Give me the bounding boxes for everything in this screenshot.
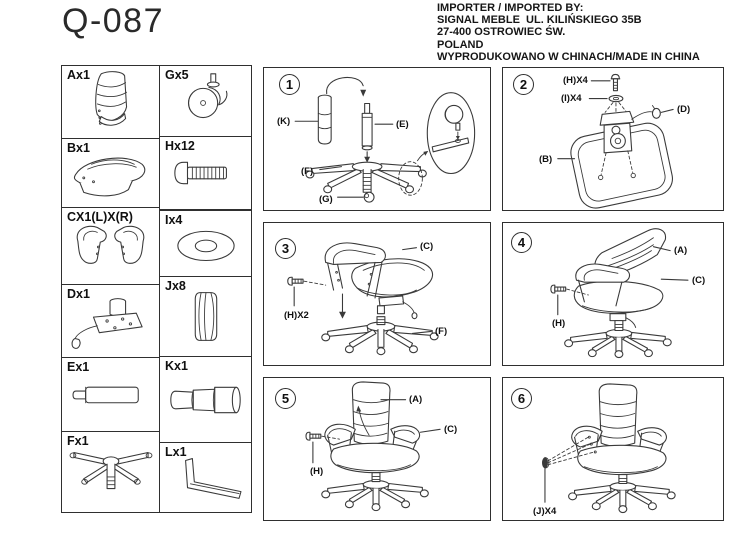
callout-label: (G) bbox=[319, 194, 333, 205]
step-number: 2 bbox=[513, 74, 534, 95]
part-label: Ix4 bbox=[165, 213, 183, 227]
step-6-panel: 6 (J)X4 bbox=[502, 377, 724, 521]
part-cell-ax1: Ax1 bbox=[61, 65, 160, 139]
importer-line: WYPRODUKOWANO W CHINACH/MADE IN CHINA bbox=[437, 50, 700, 63]
callout-label: (C) bbox=[420, 241, 434, 252]
step-5-diagram bbox=[305, 381, 441, 512]
part-label: Bx1 bbox=[67, 141, 90, 155]
callout-label: (H) bbox=[552, 318, 566, 329]
gas-lift-icon bbox=[72, 386, 139, 404]
part-label: Hx12 bbox=[165, 139, 195, 153]
part-label: Ex1 bbox=[67, 360, 90, 374]
step-number: 1 bbox=[279, 74, 300, 95]
callout-label: (K) bbox=[277, 116, 291, 127]
part-cell-kx1: Kx1 bbox=[159, 356, 252, 443]
callout-label: (J)X4 bbox=[533, 506, 557, 517]
importer-line: 27-400 OSTROWIEC ŚW. bbox=[437, 26, 566, 39]
callout-label: (C) bbox=[444, 424, 458, 435]
part-label: Jx8 bbox=[165, 279, 186, 293]
callout-label: (F) bbox=[301, 166, 314, 177]
importer-line: SIGNAL MEBLE UL. KILIŃSKIEGO 35B bbox=[437, 14, 642, 27]
importer-line: IMPORTER / IMPORTED BY: bbox=[437, 2, 584, 14]
backrest-icon bbox=[95, 71, 128, 126]
washer-icon bbox=[177, 230, 235, 262]
caster-icon bbox=[187, 73, 228, 119]
step-2-panel: 2 (H)X4 (I)X4 (D) (B) bbox=[502, 67, 724, 211]
callout-label: (A) bbox=[409, 394, 423, 405]
part-label: Dx1 bbox=[67, 287, 90, 301]
step-6-diagram bbox=[542, 383, 676, 514]
callout-label: (D) bbox=[677, 104, 691, 115]
callout-label: (H)X4 bbox=[563, 75, 588, 86]
part-label: Gx5 bbox=[165, 68, 189, 82]
plug-icon bbox=[194, 292, 218, 341]
step-3-panel: 3 (C) (H)X2 (F) bbox=[263, 222, 491, 366]
callout-label: (H)X2 bbox=[284, 310, 309, 321]
part-label: Lx1 bbox=[165, 445, 187, 459]
step-4-diagram bbox=[550, 228, 689, 359]
callout-label: (B) bbox=[539, 154, 553, 165]
part-cell-ix4: Ix4 bbox=[159, 210, 252, 277]
step-3-diagram bbox=[287, 242, 439, 356]
callout-label: (F) bbox=[435, 326, 448, 337]
tilt-mechanism-icon bbox=[71, 298, 143, 349]
part-cell-hx12: Hx12 bbox=[159, 136, 252, 210]
part-cell-jx8: Jx8 bbox=[159, 276, 252, 357]
part-label: Ax1 bbox=[67, 68, 90, 82]
step-2-diagram bbox=[557, 73, 674, 209]
callout-label: (I)X4 bbox=[561, 93, 582, 104]
importer-line: POLAND bbox=[437, 38, 484, 51]
callout-label: (H) bbox=[310, 466, 324, 477]
part-cell-fx1: Fx1 bbox=[61, 431, 160, 513]
step-number: 5 bbox=[275, 388, 296, 409]
step-number: 6 bbox=[511, 388, 532, 409]
bolt-icon bbox=[174, 161, 227, 185]
callout-label: (E) bbox=[396, 119, 409, 130]
part-cell-gx5: Gx5 bbox=[159, 65, 252, 137]
armrest-pair-icon bbox=[76, 225, 145, 264]
part-label: Fx1 bbox=[67, 434, 89, 448]
part-cell-lx1: Lx1 bbox=[159, 442, 252, 513]
star-base-icon bbox=[69, 451, 153, 490]
step-number: 3 bbox=[275, 238, 296, 259]
page-title: Q-087 bbox=[62, 2, 164, 40]
importer-block: IMPORTER / IMPORTED BY: SIGNAL MEBLE UL.… bbox=[437, 2, 700, 63]
step-number: 4 bbox=[511, 232, 532, 253]
step-1-diagram bbox=[294, 76, 476, 203]
part-cell-ex1: Ex1 bbox=[61, 357, 160, 432]
step-1-panel: 1 (K) (E) (F) (G) bbox=[263, 67, 491, 211]
part-cell-bx1: Bx1 bbox=[61, 138, 160, 208]
part-label: CX1(L)X(R) bbox=[67, 210, 133, 224]
part-cell-cx1: CX1(L)X(R) bbox=[61, 207, 160, 285]
part-cell-dx1: Dx1 bbox=[61, 284, 160, 358]
part-label: Kx1 bbox=[165, 359, 188, 373]
allen-key-icon bbox=[185, 458, 242, 499]
seat-icon bbox=[73, 157, 146, 197]
telescopic-cover-icon bbox=[170, 386, 241, 414]
callout-label: (A) bbox=[674, 245, 688, 256]
step-4-panel: 4 (A) (C) (H) bbox=[502, 222, 724, 366]
callout-label: (C) bbox=[692, 275, 706, 286]
step-5-panel: 5 (A) (C) (H) bbox=[263, 377, 491, 521]
